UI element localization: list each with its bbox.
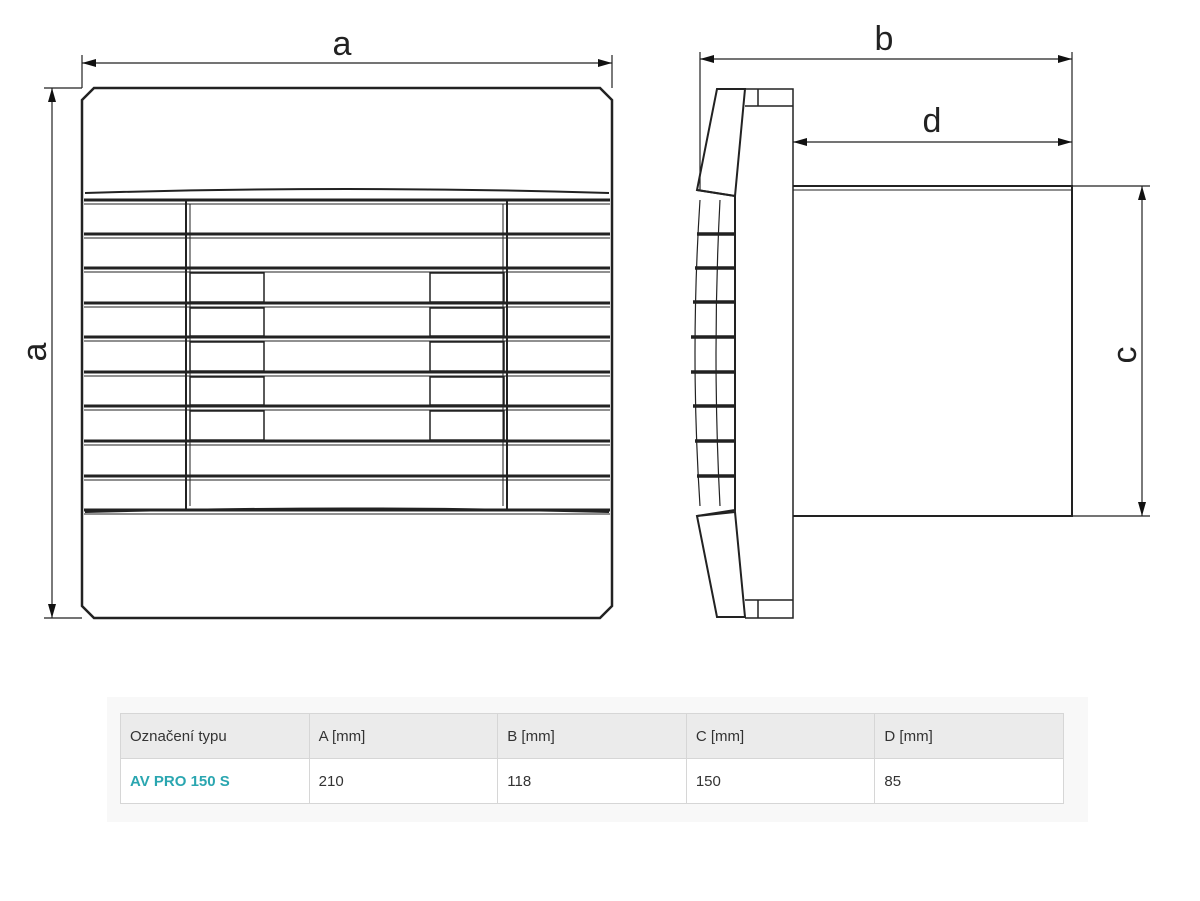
cell-a: 210 bbox=[308, 758, 499, 804]
cell-c: 150 bbox=[685, 758, 876, 804]
side-view bbox=[691, 88, 1073, 619]
dimensions-table: Označení typu A [mm] B [mm] C [mm] D [mm… bbox=[120, 713, 1064, 804]
louver-insert bbox=[429, 272, 505, 303]
header-c: C [mm] bbox=[685, 713, 876, 759]
dimensions-table-container: Označení typu A [mm] B [mm] C [mm] D [mm… bbox=[107, 697, 1088, 822]
table-header-row: Označení typu A [mm] B [mm] C [mm] D [mm… bbox=[120, 713, 1064, 759]
header-d: D [mm] bbox=[874, 713, 1064, 759]
front-view bbox=[80, 86, 614, 620]
header-b: B [mm] bbox=[497, 713, 687, 759]
louver-insert bbox=[429, 341, 505, 372]
header-a: A [mm] bbox=[308, 713, 499, 759]
type-link[interactable]: AV PRO 150 S bbox=[120, 758, 310, 804]
header-type: Označení typu bbox=[120, 713, 310, 759]
louver-insert bbox=[189, 272, 265, 303]
cell-b: 118 bbox=[497, 758, 687, 804]
louver-insert bbox=[189, 341, 265, 372]
louver-insert bbox=[429, 410, 505, 441]
dim-label-b: b bbox=[875, 20, 894, 58]
louver-insert bbox=[189, 376, 265, 406]
dimension-lines bbox=[44, 52, 1150, 619]
louver-insert bbox=[429, 376, 505, 406]
louver-insert bbox=[189, 307, 265, 337]
louver-insert bbox=[429, 307, 505, 337]
dim-label-a-top: a bbox=[333, 25, 352, 63]
dim-label-d: d bbox=[923, 102, 942, 140]
dim-label-c: c bbox=[1106, 347, 1144, 364]
technical-drawing: a a b d c bbox=[16, 20, 1150, 620]
cell-d: 85 bbox=[874, 758, 1064, 804]
table-row: AV PRO 150 S 210 118 150 85 bbox=[120, 758, 1064, 804]
louver-insert bbox=[189, 410, 265, 441]
dim-label-a-left: a bbox=[16, 342, 54, 361]
